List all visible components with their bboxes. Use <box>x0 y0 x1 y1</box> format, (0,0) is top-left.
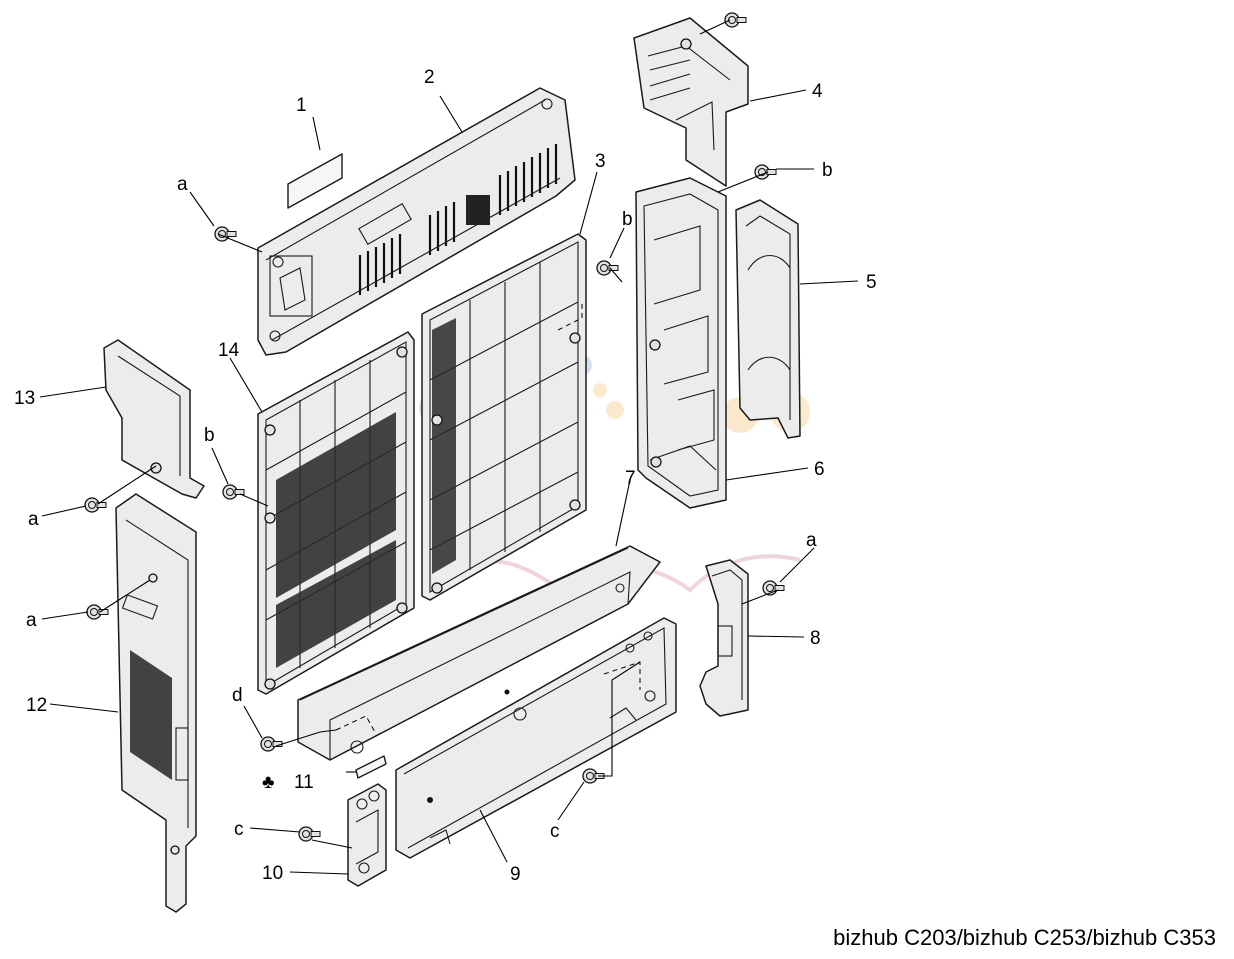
callout-7: 7 <box>625 468 636 489</box>
screw-c-left <box>298 826 321 842</box>
part-12-vents <box>130 650 172 780</box>
part-8-right-bracket <box>699 559 749 717</box>
screw-b-left <box>222 484 245 500</box>
callout-12: 12 <box>26 695 47 716</box>
screw-label-a-left-upper: a <box>28 509 39 530</box>
screw-label-c-left: c <box>234 819 244 840</box>
part-9-bottom-plate <box>395 617 677 859</box>
screw-label-c-right: c <box>550 821 560 842</box>
callout-11-marker: ♣ <box>262 772 274 793</box>
screw-label-a-upper: a <box>177 174 188 195</box>
model-footer: bizhub C203/bizhub C253/bizhub C353 <box>833 925 1216 950</box>
callout-9: 9 <box>510 864 521 885</box>
callout-8: 8 <box>810 628 821 649</box>
screw-b-right <box>754 164 777 180</box>
part-6-right-frame <box>635 177 727 509</box>
callout-3: 3 <box>595 151 606 172</box>
callout-14: 14 <box>218 340 240 361</box>
callout-13: 13 <box>14 388 35 409</box>
part-12-left-side-cover <box>115 493 197 913</box>
callout-4: 4 <box>812 81 823 102</box>
part-11-small-label <box>355 755 387 779</box>
screw-d <box>260 736 283 752</box>
callout-6: 6 <box>814 459 825 480</box>
callout-1: 1 <box>296 95 307 116</box>
part-2-upper-rear-cover <box>257 87 576 356</box>
part-1-label <box>287 153 343 209</box>
part-14-vents <box>276 412 396 668</box>
screw-a-left-lower <box>86 604 109 620</box>
leader-lines <box>39 19 859 875</box>
callout-10: 10 <box>262 863 283 884</box>
part-14-rear-panel-left <box>257 331 415 695</box>
part-4-upper-duct <box>633 17 749 187</box>
callout-5: 5 <box>866 272 877 293</box>
part-5-side-cover <box>735 199 801 439</box>
screw-top-right <box>724 12 747 28</box>
part-2-vents <box>358 144 558 295</box>
screw-label-b-right: b <box>822 160 833 181</box>
screw-a-right <box>762 580 785 596</box>
screw-label-a-right: a <box>806 530 817 551</box>
part-13-left-upper-cover <box>103 339 205 499</box>
screw-label-a-left-lower: a <box>26 610 37 631</box>
screw-label-d: d <box>232 685 243 706</box>
part-7-bottom-bracket <box>297 545 661 761</box>
screw-a-left-upper <box>84 497 107 513</box>
screw-label-b-left: b <box>204 425 215 446</box>
part-10-small-bracket <box>347 783 387 887</box>
screw-label-b-upper: b <box>622 209 633 230</box>
callout-2: 2 <box>424 67 435 88</box>
part-3-rear-panel-right <box>421 233 587 601</box>
callout-11: 11 <box>294 772 314 793</box>
